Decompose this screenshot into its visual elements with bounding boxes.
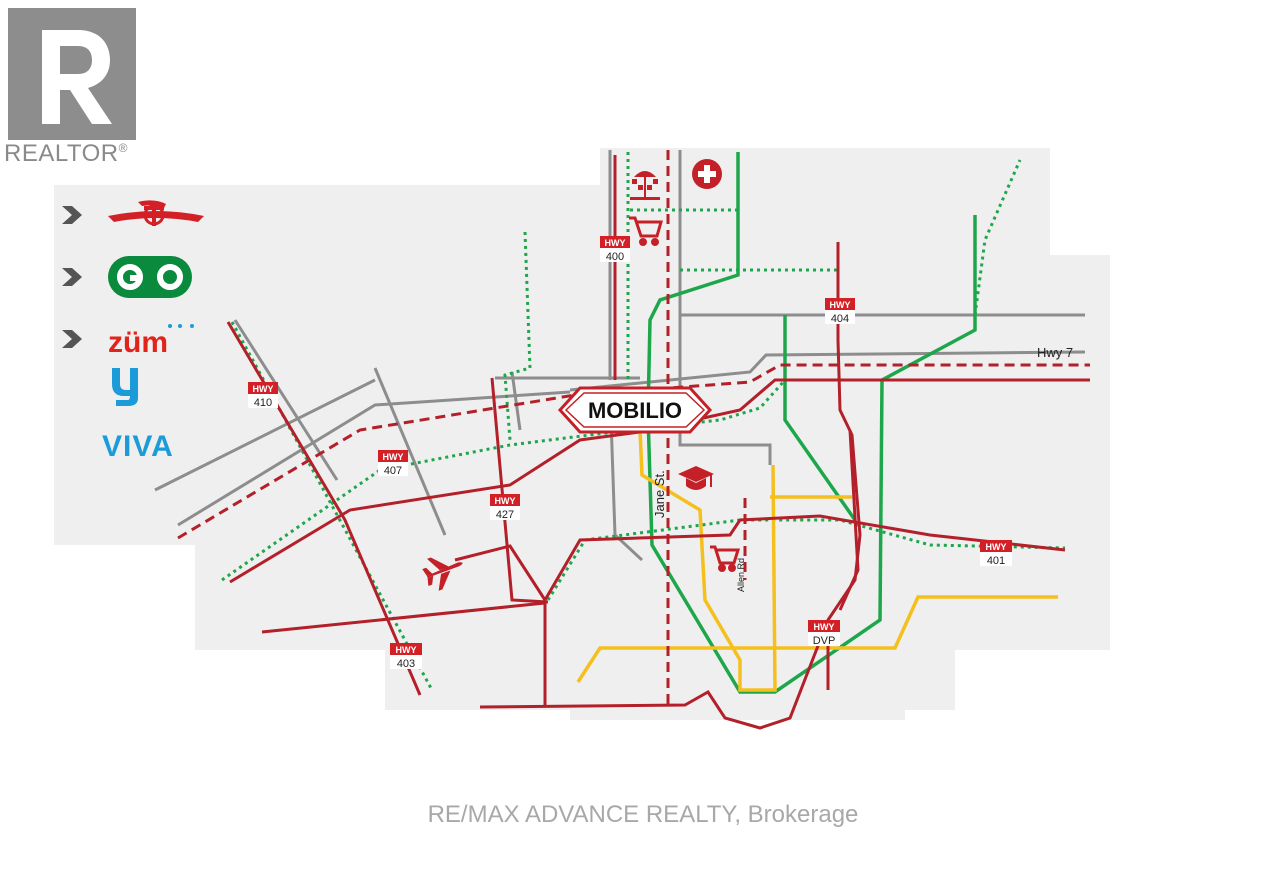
hwy-401-shield: HWY 401	[980, 540, 1012, 567]
hospital-icon	[692, 159, 722, 189]
zum-logo-icon: züm	[108, 324, 194, 356]
mobilio-label: MOBILIO	[588, 398, 682, 423]
shield-num-text: 410	[254, 397, 272, 409]
allen-rd-label: Allen Rd	[736, 558, 746, 592]
legend-item-viva: VIVA	[58, 428, 196, 460]
shopping-cart-icon-2	[710, 545, 741, 572]
shield-num-text: DVP	[813, 635, 836, 647]
airport-icon	[422, 557, 463, 591]
ttc-logo-icon	[108, 200, 204, 226]
viva-logo-icon: VIVA	[102, 430, 174, 460]
legend-item-yrt	[58, 364, 150, 408]
legend-item-ttc	[58, 200, 206, 230]
realtor-text: REALTOR	[4, 140, 119, 167]
shield-top-text: HWY	[986, 542, 1007, 552]
hwy-400-shield: HWY 400	[600, 236, 630, 263]
mobilio-badge: MOBILIO	[557, 386, 713, 434]
hwy-404-shield: HWY 404	[825, 298, 855, 325]
amusement-park-icon	[630, 171, 660, 200]
realtor-logo	[8, 8, 136, 140]
hwy7-label: Hwy 7	[1037, 345, 1073, 360]
shield-top-text: HWY	[495, 496, 516, 506]
shield-num-text: 400	[606, 251, 624, 263]
realtor-wordmark: REALTOR®	[4, 140, 128, 168]
shield-top-text: HWY	[830, 300, 851, 310]
zum-text: züm	[108, 326, 168, 356]
shield-num-text: 403	[397, 658, 415, 670]
education-icon	[678, 466, 714, 490]
hwy-403-shield: HWY 403	[390, 643, 422, 670]
transit-legend: züm VIVA	[58, 192, 218, 472]
hwy-dvp-shield: HWY DVP	[808, 620, 840, 647]
shield-top-text: HWY	[253, 384, 274, 394]
realtor-mark: ®	[118, 141, 128, 155]
hwy-410-shield: HWY 410	[248, 382, 278, 409]
jane-st-label: Jane St.	[652, 470, 667, 518]
shield-top-text: HWY	[383, 452, 404, 462]
brokerage-watermark: RE/MAX ADVANCE REALTY, Brokerage	[386, 801, 900, 829]
shield-num-text: 401	[987, 555, 1005, 567]
chevron-right-icon	[62, 268, 82, 286]
go-transit-logo-icon	[108, 256, 192, 298]
shield-num-text: 407	[384, 465, 402, 477]
shield-num-text: 404	[831, 313, 849, 325]
shield-num-text: 427	[496, 509, 514, 521]
go-transit-lines	[221, 152, 1066, 691]
viva-text: VIVA	[102, 430, 174, 460]
chevron-right-icon	[62, 206, 82, 224]
chevron-right-icon	[62, 330, 82, 348]
hwy-427-shield: HWY 427	[490, 494, 520, 521]
yrt-logo-icon	[112, 368, 138, 406]
legend-item-zum: züm	[58, 322, 198, 356]
shield-top-text: HWY	[605, 238, 626, 248]
green-transit-lines	[646, 152, 977, 694]
shield-top-text: HWY	[396, 645, 417, 655]
hwy-407-shield: HWY 407	[378, 450, 408, 477]
subway-lines	[576, 429, 1058, 692]
shield-top-text: HWY	[814, 622, 835, 632]
legend-item-go	[58, 256, 192, 298]
shopping-cart-icon	[629, 216, 663, 246]
